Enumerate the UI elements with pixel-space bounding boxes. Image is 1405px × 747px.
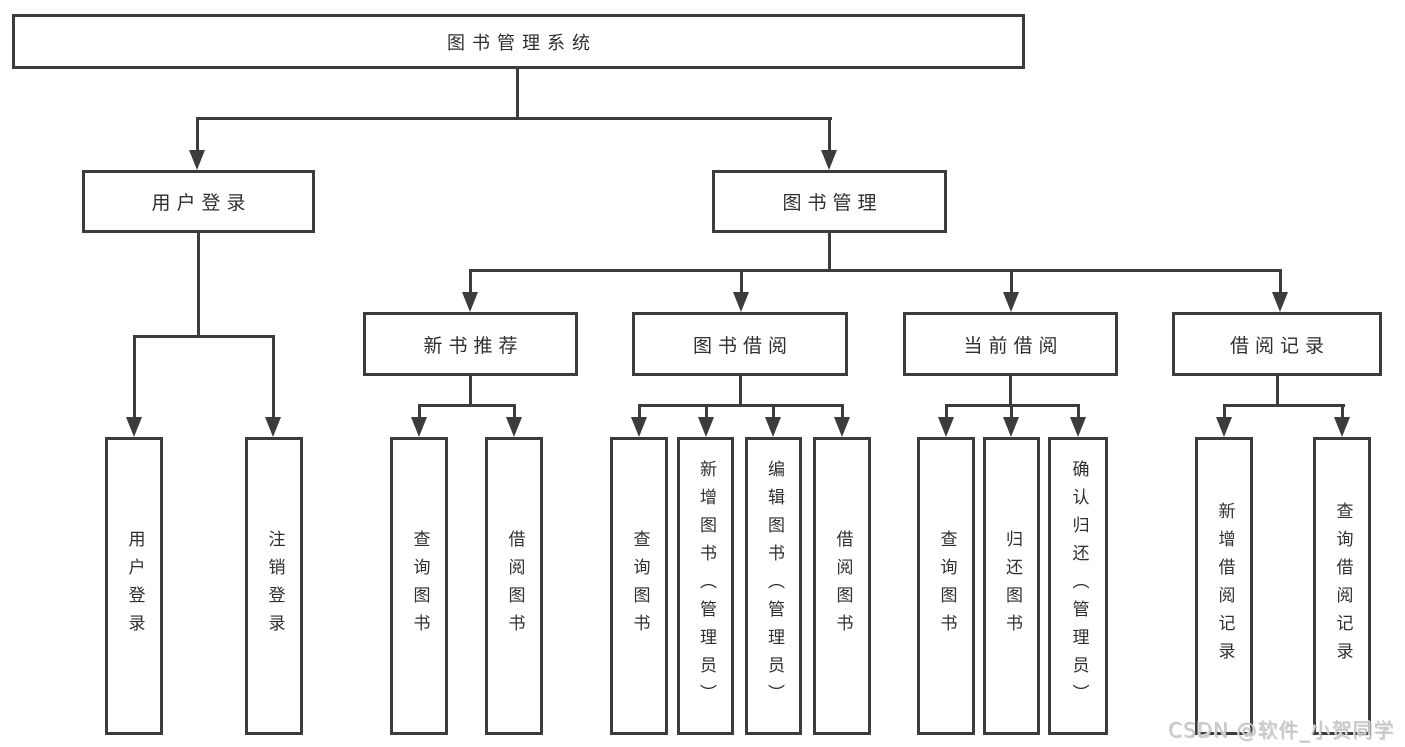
leaf-query-borrow-record: 查询借阅记录 [1313, 437, 1371, 735]
arrow-down-icon [733, 292, 749, 312]
connector-group-rail [1223, 404, 1345, 407]
leaf-label: 借阅图书 [832, 530, 853, 642]
leaf-borrow-books-recommend: 借阅图书 [485, 437, 543, 735]
arrow-down-icon [189, 150, 205, 170]
node-borrowing-records: 借阅记录 [1172, 312, 1382, 376]
connector-root-trunk [516, 69, 519, 119]
connector-drop-user-login [196, 117, 199, 152]
csdn-watermark: CSDN @软件_小贺同学 [1168, 718, 1395, 742]
connector-drop-leaf [513, 404, 516, 417]
leaf-user-login: 用户登录 [105, 437, 163, 735]
node-new-book-recommendation: 新书推荐 [363, 312, 578, 376]
connector-drop-leaf [1010, 404, 1013, 417]
leaf-label: 编辑图书（管理员） [764, 460, 784, 712]
node-user-login: 用户登录 [82, 170, 315, 233]
arrow-down-icon [834, 417, 850, 437]
arrow-down-icon [462, 292, 478, 312]
leaf-add-book-admin: 新增图书（管理员） [677, 437, 734, 735]
connector-drop-leaf [705, 404, 708, 417]
connector-group-rail [638, 404, 844, 407]
connector-drop-book-borrowing [740, 269, 743, 294]
leaf-logout: 注销登录 [245, 437, 303, 735]
connector-drop-new-book [469, 269, 472, 294]
leaf-label: 借阅图书 [504, 530, 525, 642]
leaf-confirm-return-admin: 确认归还（管理员） [1048, 437, 1108, 735]
connector-group-trunk [1276, 376, 1279, 407]
leaf-label: 查询图书 [936, 530, 957, 642]
leaf-query-books-current: 查询图书 [917, 437, 975, 735]
arrow-down-icon [1272, 292, 1288, 312]
connector-drop-leaf [638, 404, 641, 417]
connector-drop-leaf [133, 335, 136, 417]
connector-drop-leaf [945, 404, 948, 417]
node-book-management: 图书管理 [712, 170, 947, 233]
connector-user-login-rail [133, 335, 275, 338]
connector-drop-leaf [841, 404, 844, 417]
leaf-label: 用户登录 [124, 530, 145, 642]
node-book-borrowing: 图书借阅 [632, 312, 848, 376]
node-label: 图书借阅 [692, 334, 793, 357]
arrow-down-icon [1216, 417, 1232, 437]
leaf-label: 归还图书 [1002, 530, 1022, 642]
connector-drop-book-management [828, 117, 831, 152]
connector-drop-current-borrowing [1010, 269, 1013, 294]
leaf-query-books-borrowing: 查询图书 [610, 437, 668, 735]
arrow-down-icon [765, 417, 781, 437]
arrow-down-icon [411, 417, 427, 437]
connector-group-trunk [1009, 376, 1012, 407]
leaf-label: 新增借阅记录 [1214, 502, 1235, 670]
connector-group-rail [418, 404, 516, 407]
arrow-down-icon [1003, 417, 1019, 437]
connector-root-rail [196, 117, 832, 120]
arrow-down-icon [265, 417, 281, 437]
leaf-return-books: 归还图书 [983, 437, 1040, 735]
connector-drop-borrowing-records [1279, 269, 1282, 294]
arrow-down-icon [821, 150, 837, 170]
arrow-down-icon [631, 417, 647, 437]
arrow-down-icon [938, 417, 954, 437]
arrow-down-icon [1070, 417, 1086, 437]
node-label: 用户登录 [151, 192, 252, 214]
leaf-label: 查询图书 [409, 530, 430, 642]
leaf-query-books-recommend: 查询图书 [390, 437, 448, 735]
connector-book-management-rail [469, 269, 1282, 272]
connector-drop-leaf [1341, 404, 1344, 417]
leaf-label: 查询图书 [629, 530, 650, 642]
leaf-edit-book-admin: 编辑图书（管理员） [745, 437, 802, 735]
leaf-label: 注销登录 [264, 530, 285, 642]
leaf-add-borrow-record: 新增借阅记录 [1195, 437, 1253, 735]
arrow-down-icon [506, 417, 522, 437]
node-label: 当前借阅 [963, 334, 1064, 357]
arrow-down-icon [1334, 417, 1350, 437]
node-label: 借阅记录 [1229, 334, 1330, 357]
node-label: 图书管理系统 [447, 32, 597, 54]
arrow-down-icon [1003, 292, 1019, 312]
connector-group-trunk [469, 376, 472, 407]
connector-drop-leaf [772, 404, 775, 417]
connector-book-management-trunk [828, 233, 831, 271]
connector-drop-leaf [418, 404, 421, 417]
connector-drop-leaf [1223, 404, 1226, 417]
node-label: 新书推荐 [423, 334, 524, 357]
arrow-down-icon [698, 417, 714, 437]
connector-drop-leaf [1077, 404, 1080, 417]
connector-drop-leaf [272, 335, 275, 417]
node-library-management-system: 图书管理系统 [12, 14, 1025, 69]
leaf-borrow-books-borrowing: 借阅图书 [813, 437, 871, 735]
connector-user-login-trunk [197, 233, 200, 338]
leaf-label: 查询借阅记录 [1332, 502, 1353, 670]
connector-group-trunk [739, 376, 742, 407]
leaf-label: 新增图书（管理员） [696, 460, 716, 712]
arrow-down-icon [126, 417, 142, 437]
node-current-borrowing: 当前借阅 [903, 312, 1118, 376]
node-label: 图书管理 [782, 192, 883, 214]
leaf-label: 确认归还（管理员） [1068, 460, 1089, 712]
